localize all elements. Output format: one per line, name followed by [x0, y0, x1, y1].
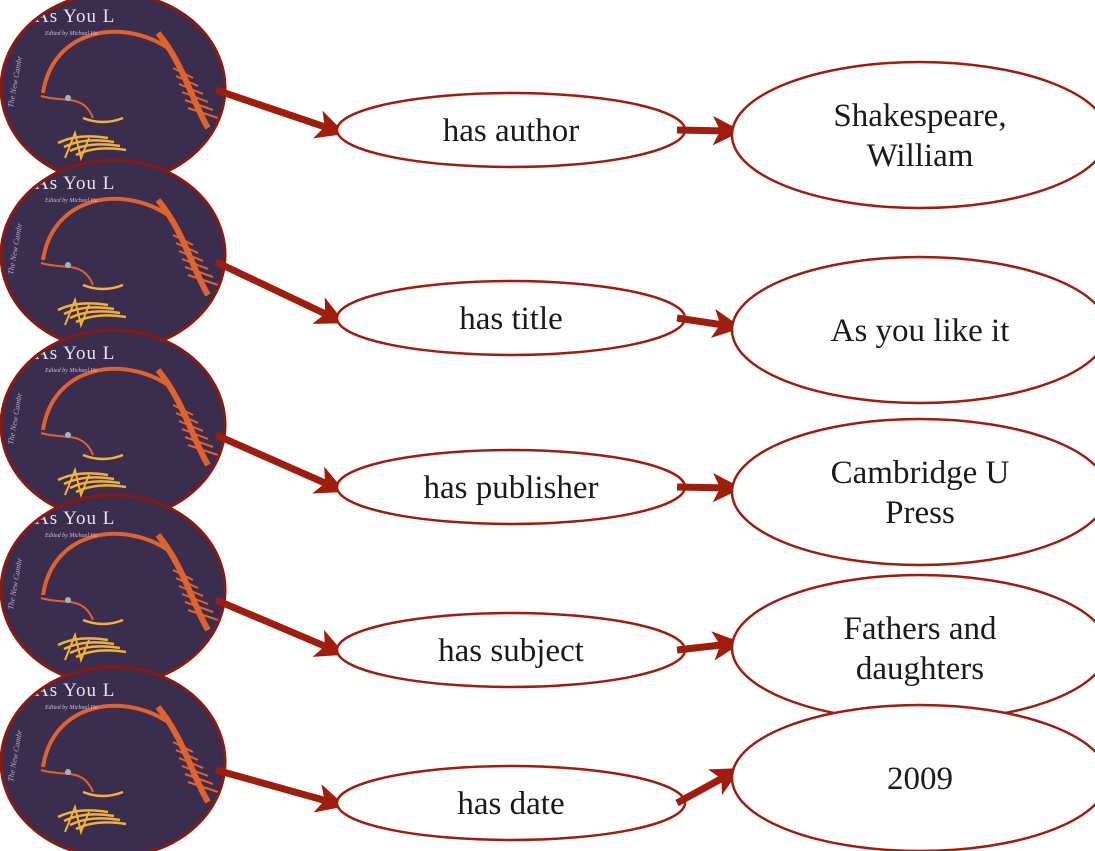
- object-label-line: daughters: [856, 651, 984, 687]
- object-label-line: As you like it: [831, 313, 1010, 349]
- subject-predicate-arrow: [214, 596, 346, 657]
- cover-subtitle: Edited by Michael Ha: [44, 368, 98, 374]
- cover-title: As You L: [35, 508, 115, 529]
- predicate-object-arrow: [676, 308, 743, 338]
- object-label-line: Press: [885, 495, 955, 531]
- predicate-label: has date: [457, 786, 564, 822]
- cover-title: As You L: [35, 173, 115, 194]
- object-label-line: Fathers and: [843, 611, 997, 647]
- cover-title: As You L: [35, 343, 115, 364]
- cover-title: As You L: [35, 6, 115, 27]
- subject-predicate-arrow: [214, 86, 346, 139]
- predicate-label: has publisher: [423, 470, 598, 506]
- predicate-object-arrow: [676, 472, 743, 503]
- cover-outline: [0, 665, 227, 851]
- cover-subtitle: Edited by Michael Ha: [44, 705, 98, 711]
- object-node: [730, 417, 1095, 567]
- predicate-object-arrow: [676, 631, 743, 661]
- predicate-object-arrow: [676, 115, 743, 146]
- predicate-label: has author: [443, 113, 580, 149]
- predicate-node: [335, 764, 687, 842]
- cover-subtitle: Edited by Michael Ha: [44, 198, 98, 204]
- subject-predicate-arrow: [214, 431, 346, 494]
- subject-predicate-arrow: [215, 766, 346, 813]
- object-label-line: William: [867, 138, 974, 174]
- predicate-label: has subject: [438, 633, 584, 669]
- object-node: [730, 60, 1095, 210]
- object-node: [730, 703, 1095, 851]
- subject-predicate-arrow: [214, 258, 346, 324]
- object-node: [730, 573, 1095, 723]
- object-label-line: Shakespeare,: [833, 98, 1006, 134]
- cover-title: As You L: [35, 680, 115, 701]
- object-node: [730, 255, 1095, 405]
- predicate-object-arrow: [675, 768, 741, 807]
- object-label-line: Cambridge U: [831, 455, 1010, 491]
- cover-subtitle: Edited by Michael Ha: [44, 533, 98, 539]
- cover-subtitle: Edited by Michael Ha: [44, 31, 98, 37]
- object-label-line: 2009: [887, 761, 953, 797]
- predicate-label: has title: [459, 301, 563, 337]
